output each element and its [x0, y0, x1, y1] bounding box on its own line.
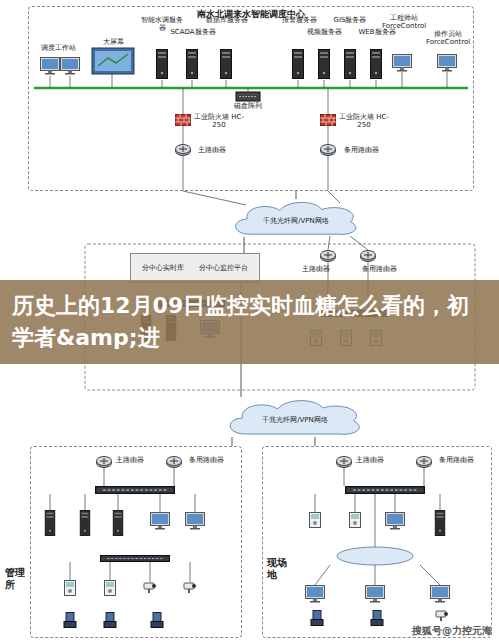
device-label: 主路由器	[194, 146, 230, 154]
platform-name: 分中心实时库	[142, 263, 184, 273]
network-link	[232, 437, 233, 446]
device-label: 备用路由器	[339, 146, 383, 154]
device-label: 主路由器	[112, 456, 148, 464]
network-name: 千兆光纤网/VPN网络	[252, 409, 338, 425]
device-label: 备用路由器	[182, 456, 230, 464]
device-label: 备用路由器	[356, 265, 402, 273]
device-label: 主路由器	[352, 456, 388, 464]
network-cloud: 千兆光纤网/VPN网络	[222, 397, 368, 437]
device-label: SCADA服务器	[168, 28, 218, 36]
network-link	[296, 191, 297, 199]
device-label: 磁盘阵列	[228, 102, 268, 110]
device-label: GIS服务器	[330, 16, 370, 24]
site-name: 现场地	[267, 557, 288, 581]
device-label: 备用路由器	[432, 456, 480, 464]
device-label: 工程师站 ForceControl	[380, 14, 428, 30]
site-region: 现场地	[262, 446, 492, 638]
network-cloud: 千兆光纤网/VPN网络	[228, 199, 364, 237]
device-label: 视频服务器	[304, 28, 344, 36]
device-label: 主路由器	[296, 265, 336, 273]
platform-box: 分中心实时库 分中心监控平台	[130, 253, 260, 283]
site-region: 南水北调来水智能调度中心	[28, 6, 474, 191]
headline-banner: 历史上的12月09日监控实时血糖怎么看的，初学者&amp;进	[0, 280, 499, 364]
device-label: 工业防火墙 HC-250	[194, 113, 244, 129]
device-label: 报警服务器	[280, 16, 318, 24]
device-label: 工业防火墙 HC-250	[339, 113, 389, 129]
device-label: 调度工作站	[34, 44, 82, 52]
network-link	[244, 237, 245, 253]
network-name: 千兆光纤网/VPN网络	[253, 210, 339, 226]
watermark: 搜狐号@力控元海	[378, 624, 492, 638]
device-label: 大屏幕	[90, 38, 136, 46]
device-label: 数据库服务器	[205, 16, 249, 24]
network-link	[315, 437, 316, 446]
platform-name: 分中心监控平台	[199, 263, 248, 273]
site-region: 管理所	[30, 446, 242, 638]
device-label: 操作员站 ForceControl	[424, 30, 472, 46]
site-name: 管理所	[5, 567, 26, 591]
